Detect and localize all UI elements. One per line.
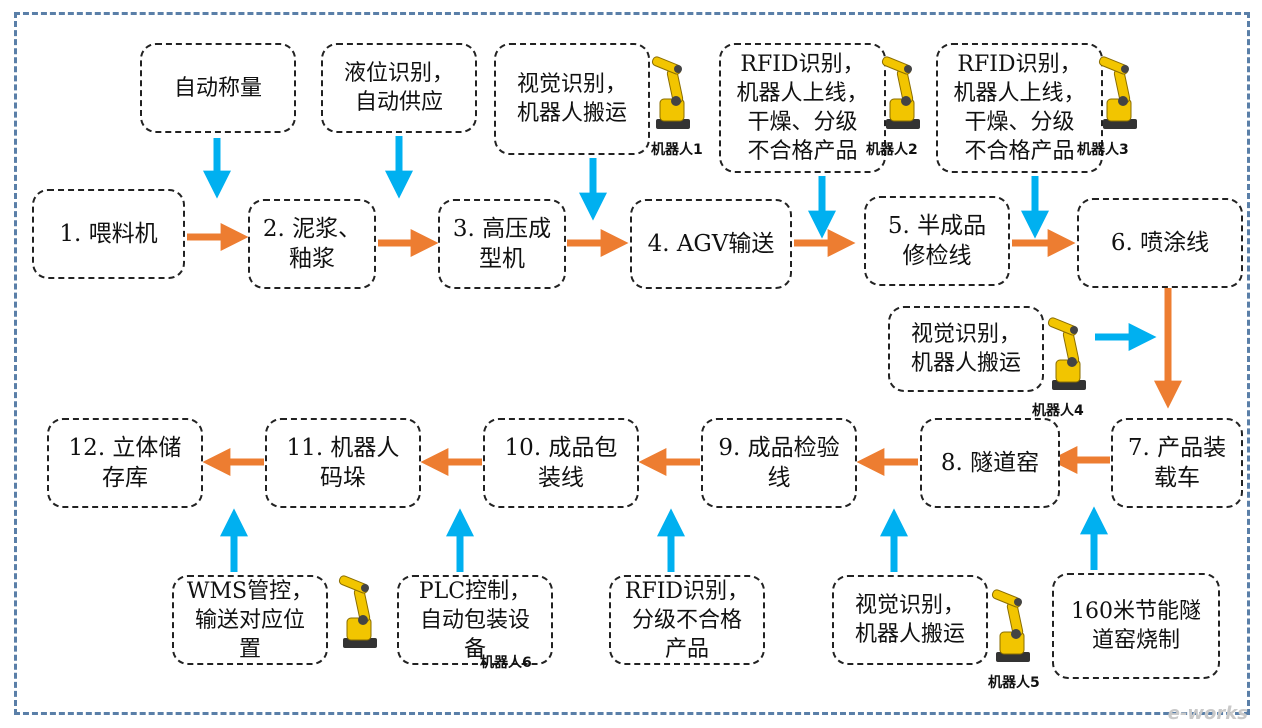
- robot-label: 机器人2: [866, 142, 918, 158]
- step-6-spray-line: 6. 喷涂线: [1077, 198, 1243, 288]
- info-rfid-grading: RFID识别， 分级不合格 产品: [609, 575, 765, 665]
- step-12-storage: 12. 立体储 存库: [47, 418, 203, 508]
- info-vision-robot-handling: 视觉识别， 机器人搬运: [494, 43, 650, 155]
- step-2-slurry-glaze: 2. 泥浆、 釉浆: [248, 199, 376, 289]
- step-3-high-pressure-molding: 3. 高压成 型机: [438, 199, 566, 289]
- watermark: e-works: [1167, 703, 1248, 724]
- info-plc-control: PLC控制， 自动包装设 备: [397, 575, 553, 665]
- info-tunnel-kiln-firing: 160米节能隧 道窑烧制: [1052, 573, 1220, 679]
- robot-label: 机器人5: [988, 675, 1040, 691]
- robot-arm-icon: [1047, 317, 1086, 390]
- robot-arm-icon: [991, 589, 1030, 662]
- info-level-detection: 液位识别， 自动供应: [321, 43, 477, 133]
- info-rfid-robot-2: RFID识别， 机器人上线， 干燥、分级 不合格产品: [936, 43, 1103, 173]
- step-5-semi-finished-inspection: 5. 半成品 修检线: [864, 196, 1010, 286]
- step-9-finished-inspection: 9. 成品检验 线: [701, 418, 857, 508]
- robot-arm-icon: [881, 56, 920, 129]
- diagram-frame: [14, 12, 1250, 715]
- info-auto-weighing: 自动称量: [140, 43, 296, 133]
- step-8-tunnel-kiln: 8. 隧道窑: [920, 418, 1060, 508]
- robot-arm-icon: [651, 56, 690, 129]
- robot-label: 机器人4: [1032, 403, 1084, 419]
- info-rfid-robot-1: RFID识别， 机器人上线， 干燥、分级 不合格产品: [719, 43, 886, 173]
- robot-label: 机器人6: [480, 655, 532, 671]
- step-11-robot-palletizing: 11. 机器人 码垛: [265, 418, 421, 508]
- info-vision-robot-bottom: 视觉识别， 机器人搬运: [832, 575, 988, 665]
- step-10-packaging-line: 10. 成品包 装线: [483, 418, 639, 508]
- step-1-feeder: 1. 喂料机: [32, 189, 185, 279]
- info-vision-robot-side: 视觉识别， 机器人搬运: [888, 306, 1044, 392]
- robot-arm-icon: [338, 575, 377, 648]
- robot-arm-icon: [1098, 56, 1137, 129]
- step-4-agv-transport: 4. AGV输送: [630, 199, 792, 289]
- robot-label: 机器人1: [651, 142, 703, 158]
- step-7-loading-car: 7. 产品装 载车: [1111, 418, 1243, 508]
- info-wms-control: WMS管控， 输送对应位 置: [172, 575, 328, 665]
- robot-label: 机器人3: [1077, 142, 1129, 158]
